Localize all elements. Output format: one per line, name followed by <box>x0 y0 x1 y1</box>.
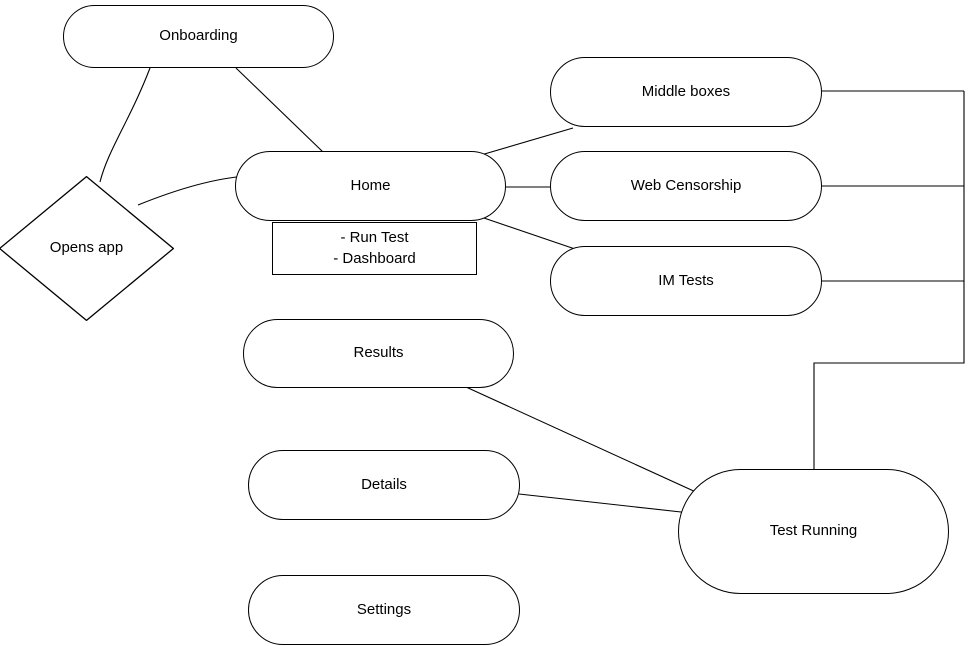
node-test-running[interactable]: Test Running <box>678 469 949 594</box>
node-onboarding[interactable]: Onboarding <box>63 5 334 68</box>
node-web-censorship-label: Web Censorship <box>630 176 742 194</box>
node-settings-label: Settings <box>356 600 412 618</box>
node-details-label: Details <box>361 475 407 493</box>
diamond-shape-icon <box>0 176 174 321</box>
node-middle-boxes-label: Middle boxes <box>641 82 731 100</box>
node-opens-app-label: Opens app <box>49 239 124 257</box>
edge-results-to-test-running <box>465 386 699 494</box>
node-home[interactable]: Home <box>235 151 506 221</box>
edge-trunk-to-test-running <box>813 91 965 470</box>
edge-details-to-test-running <box>518 493 691 514</box>
node-test-running-label: Test Running <box>769 522 858 540</box>
node-results[interactable]: Results <box>243 319 514 388</box>
node-im-tests[interactable]: IM Tests <box>550 246 822 316</box>
node-details[interactable]: Details <box>248 450 520 520</box>
edge-home-to-im-tests <box>480 216 576 250</box>
node-onboarding-label: Onboarding <box>159 27 238 45</box>
edge-onboarding-to-home <box>235 67 324 153</box>
edge-home-to-middle-boxes <box>480 127 574 156</box>
node-home-options-label: - Run Test - Dashboard <box>333 229 416 267</box>
node-im-tests-label: IM Tests <box>658 271 714 289</box>
node-home-options[interactable]: - Run Test - Dashboard <box>272 222 477 275</box>
node-opens-app[interactable]: Opens app <box>0 176 174 321</box>
node-home-label: Home <box>350 176 391 194</box>
node-web-censorship[interactable]: Web Censorship <box>550 151 822 221</box>
node-settings[interactable]: Settings <box>248 575 520 645</box>
node-results-label: Results <box>353 344 404 362</box>
node-middle-boxes[interactable]: Middle boxes <box>550 57 822 127</box>
edge-onboarding-to-opens-app <box>99 67 151 183</box>
